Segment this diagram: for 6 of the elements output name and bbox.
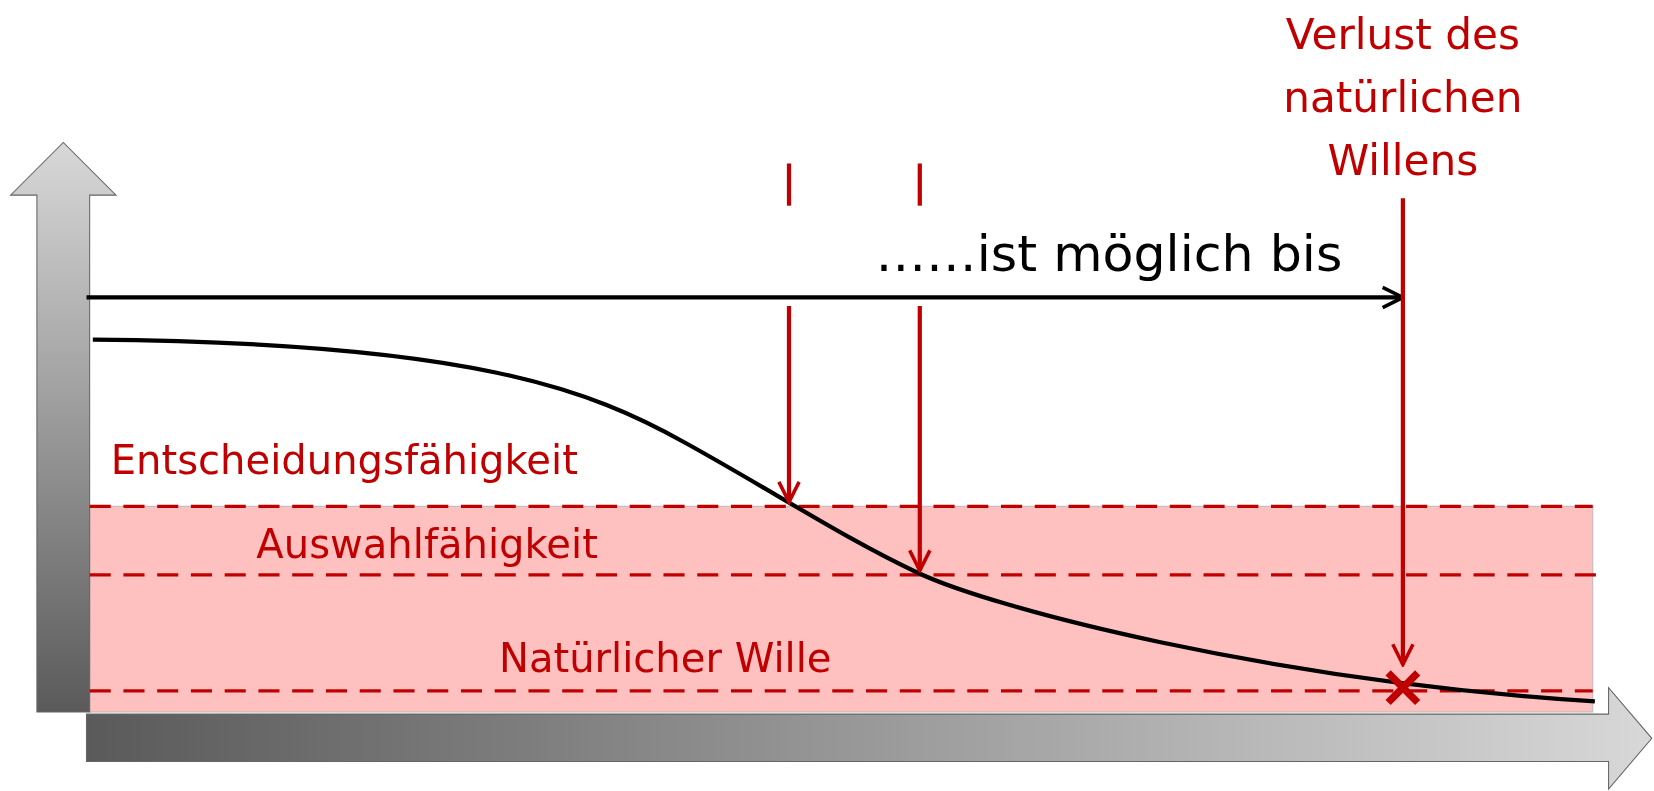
arrow xyxy=(1391,198,1415,667)
threshold-label: Entscheidungsfähigkeit xyxy=(110,436,578,485)
arrow-label: ……ist möglich bis xyxy=(875,223,1343,285)
threshold-label: Natürlicher Wille xyxy=(498,635,832,684)
callout-text: Verlust des natürlichen Willens xyxy=(1282,8,1524,187)
threshold-label: Auswahlfähigkeit xyxy=(256,521,598,570)
